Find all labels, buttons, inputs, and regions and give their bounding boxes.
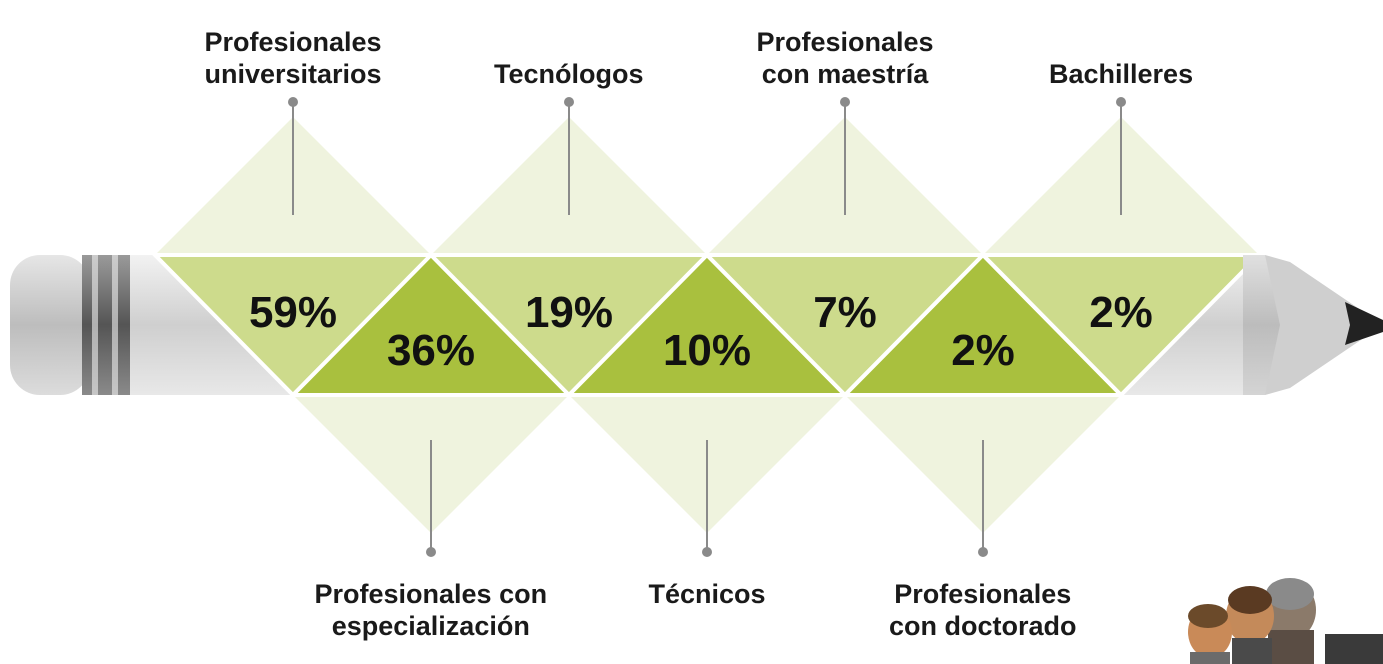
band-triangle: [978, 253, 1264, 398]
category-label: Técnicos: [649, 578, 766, 610]
category-label-line: Profesionales: [756, 27, 934, 57]
people-group-icon: [1188, 578, 1383, 664]
pencil-eraser: [10, 255, 160, 395]
connector-dot: [1116, 97, 1126, 107]
connector-dot: [564, 97, 574, 107]
connector-dot: [426, 547, 436, 557]
value-label: 2%: [951, 326, 1015, 375]
category-label-line: Profesionales: [894, 579, 1072, 609]
connectors: [288, 97, 1126, 557]
value-label: 2%: [1089, 288, 1153, 337]
value-label: 36%: [386, 326, 476, 375]
value-label: 10%: [662, 326, 752, 375]
category-label-line: Técnicos: [648, 579, 766, 609]
category-label-line: especialización: [331, 611, 530, 641]
value-label: 7%: [813, 288, 877, 337]
category-label-line: con maestría: [761, 59, 929, 89]
category-label-line: universitarios: [204, 59, 382, 89]
category-label-line: Bachilleres: [1049, 59, 1194, 89]
green-band: [150, 252, 1264, 398]
connector-dot: [840, 97, 850, 107]
connector-dot: [288, 97, 298, 107]
category-label: Tecnólogos: [494, 58, 644, 90]
pencil-tip: [1243, 255, 1383, 395]
category-label-line: Profesionales con: [314, 579, 548, 609]
connector-dot: [702, 547, 712, 557]
connector-dot: [978, 547, 988, 557]
category-label: Bachilleres: [1049, 58, 1193, 90]
category-label-line: con doctorado: [889, 611, 1077, 641]
value-label: 19%: [524, 288, 614, 337]
value-label: 59%: [248, 288, 338, 337]
category-label-line: Profesionales: [204, 27, 382, 57]
category-label-line: Tecnólogos: [494, 59, 644, 89]
